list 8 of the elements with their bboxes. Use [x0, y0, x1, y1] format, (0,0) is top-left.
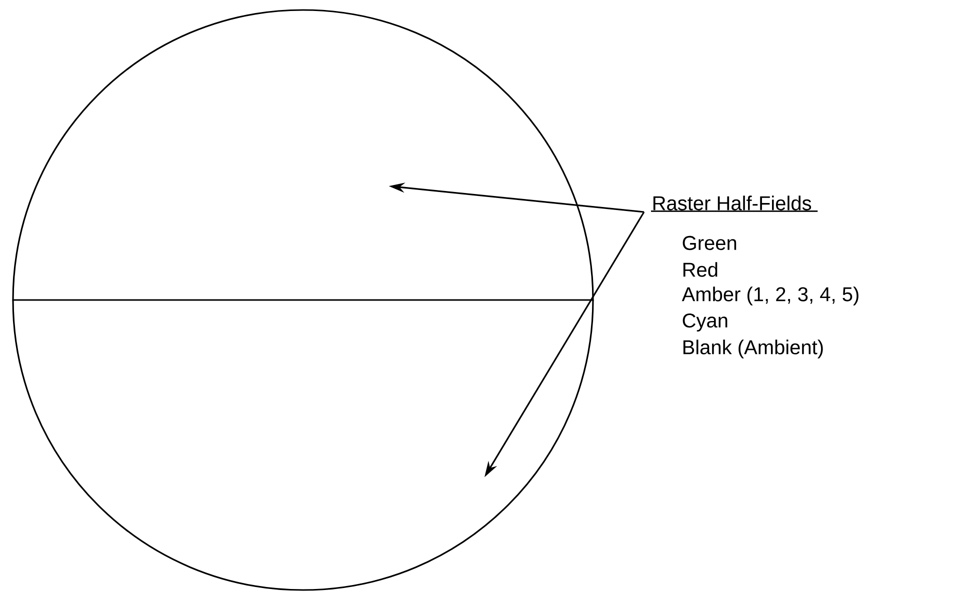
list-item: Red	[683, 262, 718, 277]
lower-half-field	[12, 300, 594, 591]
list-item: Green	[682, 236, 736, 250]
underlined-heading: Raster Half-Fields	[651, 196, 818, 212]
list-item: Cyan	[682, 313, 728, 332]
upper-half-field	[12, 9, 594, 301]
list-item: Amber (1, 2, 3, 4, 5)	[682, 286, 858, 306]
list-item: Blank (Ambient)	[683, 340, 823, 358]
